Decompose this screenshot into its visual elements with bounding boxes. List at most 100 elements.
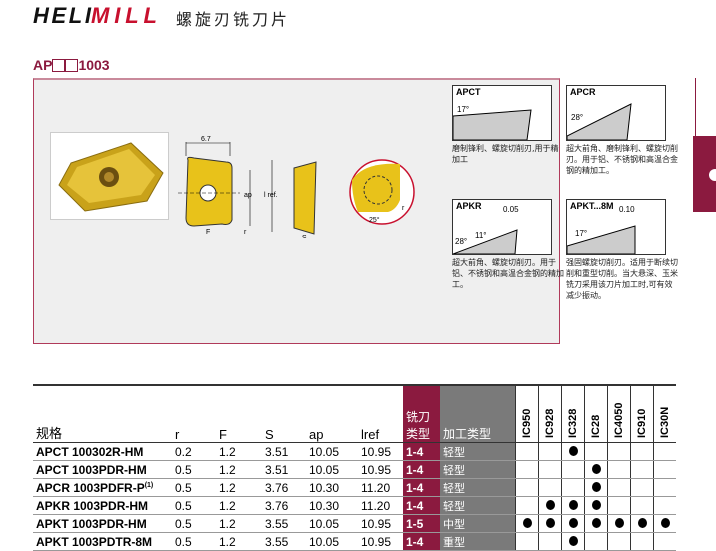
profile-name: APKR	[456, 201, 482, 211]
grade-cell	[515, 514, 539, 533]
available-dot-icon	[614, 517, 624, 528]
grade-label: IC30N	[659, 406, 671, 438]
available-dot-icon	[568, 535, 578, 546]
spec-name: APKT 1003PDTR-8M	[36, 534, 153, 549]
profile-apcr: APCR 28°	[566, 85, 666, 141]
grade-cell	[653, 514, 676, 533]
cutter-type-cell: 1-5	[403, 514, 440, 533]
grade-cell	[538, 532, 562, 551]
grade-cell	[515, 496, 539, 515]
cutter-type-cell: 1-4	[403, 442, 440, 461]
available-dot-icon	[545, 499, 555, 510]
grade-cell	[653, 478, 676, 497]
col-lref: lref	[358, 384, 403, 443]
spec-cell: APKT 1003PDR-HM	[33, 514, 172, 533]
profile-name: APCT	[456, 87, 481, 97]
grade-cell	[584, 460, 608, 479]
dim-width-label: 6.7	[201, 136, 211, 143]
grade-cell	[584, 532, 608, 551]
ap-cell: 10.05	[306, 514, 358, 533]
profile-angle: 17°	[457, 105, 469, 114]
profile-angle: 11°	[475, 231, 487, 240]
spec-name: APCR 1003PDFR-P	[36, 480, 145, 495]
page-title: 螺旋刃铣刀片	[176, 10, 291, 29]
dim-F-label: F	[206, 229, 210, 236]
available-dot-icon	[545, 517, 555, 528]
available-dot-icon	[591, 481, 601, 492]
lref-cell: 10.95	[358, 442, 403, 461]
grade-cell	[561, 532, 585, 551]
available-dot-icon	[591, 463, 601, 474]
spec-cell: APCT 100302R-HM	[33, 442, 172, 461]
available-dot-icon	[637, 517, 647, 528]
available-dot-icon	[591, 499, 601, 510]
spec-name: APKR 1003PDR-HM	[36, 498, 149, 513]
profile-name: APKT...8M	[570, 201, 614, 211]
F-cell: 1.2	[216, 478, 262, 497]
r-cell: 0.5	[172, 460, 216, 479]
spec-name: APCT 100302R-HM	[36, 444, 144, 459]
svg-text:HELI: HELI	[33, 4, 92, 26]
available-dot-icon	[568, 445, 578, 456]
col-grade: IC910	[630, 384, 654, 443]
footnote: (1)	[144, 481, 154, 489]
grade-cell	[584, 478, 608, 497]
profile-angle: 28°	[455, 237, 467, 246]
svg-text:MILL: MILL	[91, 4, 157, 26]
dim-S-label: S	[302, 235, 307, 238]
col-r: r	[172, 384, 216, 443]
profile-dim: 0.10	[619, 205, 635, 214]
S-cell: 3.55	[262, 514, 306, 533]
grade-cell	[538, 514, 562, 533]
r-cell: 0.5	[172, 514, 216, 533]
grade-cell	[653, 496, 676, 515]
grade-cell	[630, 442, 654, 461]
ap-cell: 10.30	[306, 478, 358, 497]
machining-type-cell: 中型	[440, 514, 516, 533]
grade-label: IC950	[521, 408, 533, 438]
ap-cell: 10.05	[306, 442, 358, 461]
grade-cell	[515, 442, 539, 461]
section-tab[interactable]	[693, 136, 716, 212]
grade-cell	[630, 478, 654, 497]
code-suffix: 1003	[78, 57, 110, 73]
F-cell: 1.2	[216, 442, 262, 461]
grade-cell	[561, 514, 585, 533]
grade-cell	[584, 442, 608, 461]
grade-label: IC4050	[613, 402, 625, 438]
col-cutter-type: 铣刀类型	[403, 384, 440, 443]
available-dot-icon	[568, 499, 578, 510]
col-grade: IC328	[561, 384, 585, 443]
lref-cell: 10.95	[358, 514, 403, 533]
col-spec: 规格	[33, 384, 172, 443]
F-cell: 1.2	[216, 460, 262, 479]
grade-cell	[584, 496, 608, 515]
profile-desc: 超大前角、磨制锋利、螺旋切削刃。用于铝、不锈钢和高温合金钢的精加工。	[566, 144, 678, 175]
profile-angle: 28°	[571, 113, 583, 122]
grade-label: IC910	[636, 408, 648, 438]
F-cell: 1.2	[216, 496, 262, 515]
machining-type-cell: 轻型	[440, 478, 516, 497]
lref-cell: 10.95	[358, 532, 403, 551]
grade-cell	[515, 460, 539, 479]
ap-cell: 10.05	[306, 460, 358, 479]
grade-cell	[538, 460, 562, 479]
grade-cell	[607, 442, 631, 461]
grade-cell	[561, 442, 585, 461]
col-grade: IC928	[538, 384, 562, 443]
grade-label: IC28	[590, 414, 602, 438]
spec-cell: APCR 1003PDFR-P(1)	[33, 478, 172, 497]
ap-cell: 10.30	[306, 496, 358, 515]
grade-cell	[630, 514, 654, 533]
dim-ap-label: ap	[244, 192, 252, 199]
cutter-type-cell: 1-4	[403, 532, 440, 551]
grade-cell	[538, 442, 562, 461]
grade-cell	[584, 514, 608, 533]
col-ap: ap	[306, 384, 358, 443]
grade-cell	[607, 460, 631, 479]
profile-desc: 超大前角、螺旋切削刃。用于铝、不锈钢和高温合金钢的精加工。	[452, 258, 564, 289]
grade-cell	[607, 514, 631, 533]
grade-label: IC928	[544, 408, 556, 438]
